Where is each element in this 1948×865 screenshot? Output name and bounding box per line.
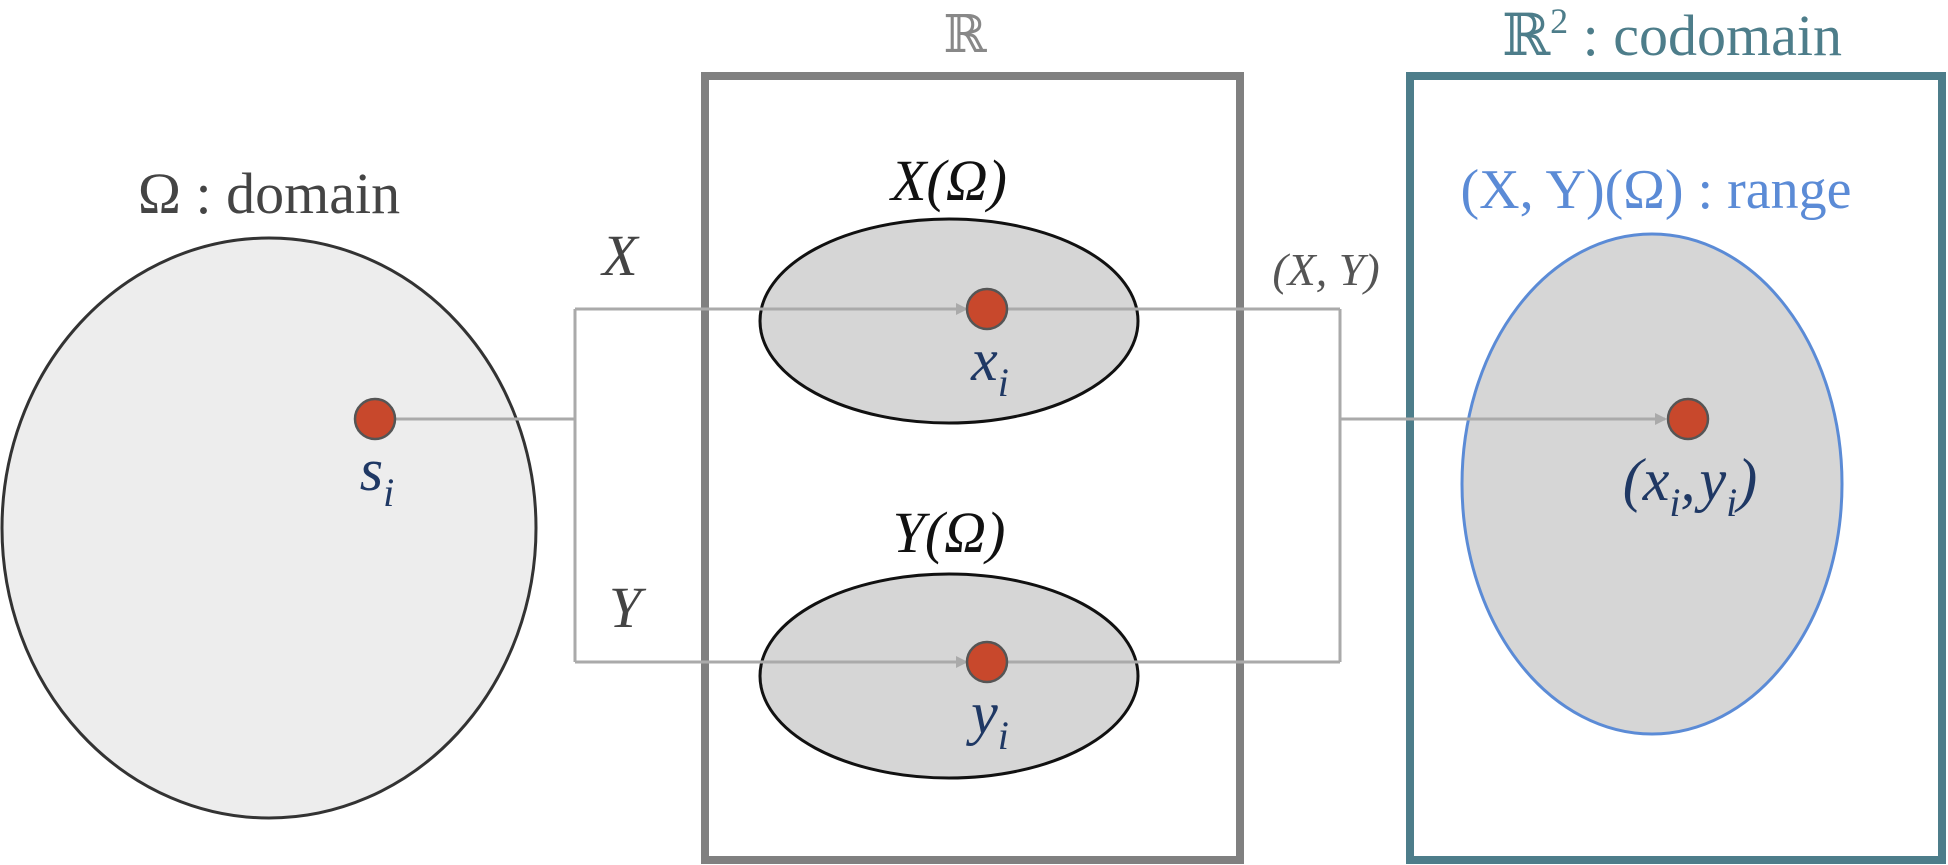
domain-set <box>0 236 538 820</box>
real-line-box <box>701 72 1244 864</box>
domain-label: Ω : domain <box>138 161 400 226</box>
range-label: (X, Y)(Ω) : range <box>1461 159 1852 221</box>
image-y-label: Y(Ω) <box>893 500 1006 565</box>
map-x-label: X <box>600 223 640 288</box>
image-x-label: X(Ω) <box>889 148 1007 213</box>
point-xy-i <box>1666 397 1710 441</box>
image-y-set <box>758 572 1140 780</box>
point-x-label: xi <box>970 327 1009 405</box>
point-xy-label: (xi,yi) <box>1623 447 1758 525</box>
map-xy-label: (X, Y) <box>1272 244 1379 295</box>
codomain-title: ℝ2 : codomain <box>1502 1 1842 68</box>
point-s-label: si <box>360 437 394 515</box>
point-y-label: yi <box>965 680 1009 758</box>
codomain-box <box>1406 72 1946 864</box>
point-x-i <box>965 287 1009 331</box>
real-line-title: ℝ <box>943 7 987 64</box>
mapping-connectors <box>375 303 1667 668</box>
point-y-i <box>965 640 1009 684</box>
point-s-i <box>353 397 397 441</box>
map-y-label: Y <box>609 575 647 640</box>
range-set <box>1460 232 1844 736</box>
image-x-set <box>758 217 1140 425</box>
